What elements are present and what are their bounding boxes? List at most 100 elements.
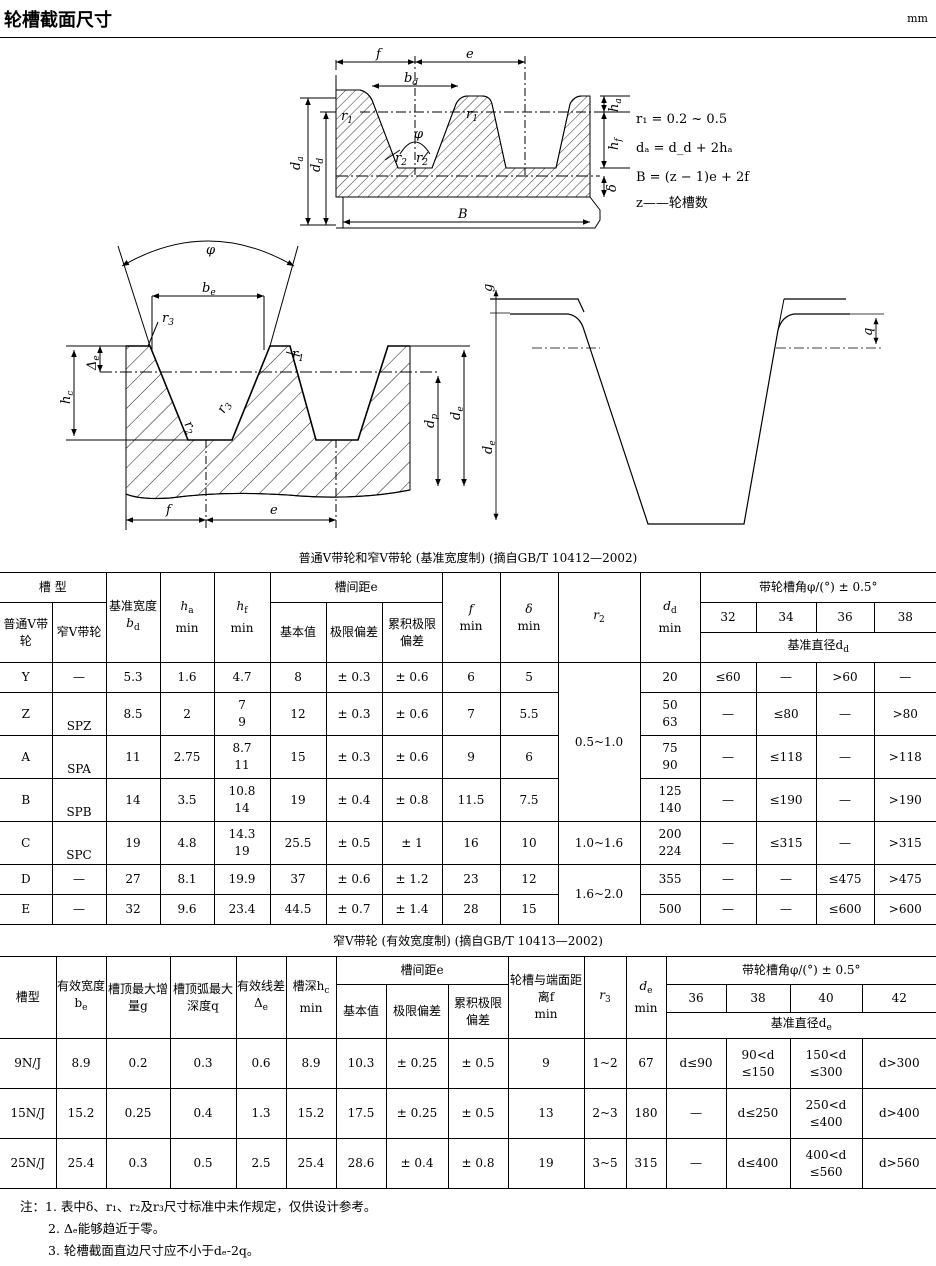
t1-cell-ha: 1.6	[159, 662, 215, 693]
diagram1-labels: f e bd r1 r1 φ r2 r2 da dd ha hf δ B	[289, 47, 624, 222]
t1-h-angle-36: 36	[815, 602, 875, 633]
groove-diagrams: f e bd r1 r1 φ r2 r2 da dd ha hf δ B r₁ …	[59, 47, 884, 530]
t1-r2-group: 1.0~1.6	[557, 821, 641, 865]
t1-r2-group: 0.5~1.0	[557, 662, 641, 822]
t1-r2-group: 1.6~2.0	[557, 864, 641, 925]
t2-cell-a38: d≤250	[725, 1088, 791, 1139]
t2-h-angle-40: 40	[789, 984, 863, 1013]
header-divider	[0, 37, 936, 38]
t1-cell-dev: ± 0.3	[325, 735, 383, 779]
t1-cell-hf: 23.4	[213, 894, 271, 925]
t1-cell-a34: ≤80	[755, 692, 817, 736]
t1-cell-dev: ± 0.6	[325, 864, 383, 895]
t1-groove-type: A	[0, 735, 53, 779]
t2-cell-f: 9	[507, 1038, 585, 1089]
t2-cell-g: 0.25	[105, 1088, 171, 1139]
t1-h-basic: 基本值	[269, 602, 327, 663]
t2-cell-a38: d≤400	[725, 1138, 791, 1189]
t2-h-be: 有效宽度be	[55, 956, 107, 1039]
t1-cell-dd: 200 224	[639, 821, 701, 865]
formula-da: dₐ = d_d + 2hₐ	[636, 141, 732, 156]
t2-cell-de: 180	[625, 1088, 667, 1139]
t2-cell-t: 9N/J	[0, 1038, 57, 1089]
t1-cell-dev: ± 0.3	[325, 692, 383, 736]
t1-cell-a36: >60	[815, 662, 875, 693]
t1-cell-hf: 7 9	[213, 692, 271, 736]
t2-cell-dev: ± 0.4	[385, 1138, 449, 1189]
t1-cell-hf: 8.7 11	[213, 735, 271, 779]
t1-h-cum-dev: 累积极限偏差	[381, 602, 443, 663]
t1-cell-dd: 20	[639, 662, 701, 693]
t1-cell-a32: —	[699, 864, 757, 895]
t2-cell-be: 8.9	[55, 1038, 107, 1089]
t2-cell-hc: 15.2	[285, 1088, 337, 1139]
t1-cell-a32: —	[699, 778, 757, 822]
t1-h-narrow-v: 窄V带轮	[51, 602, 107, 663]
t1-cell-f: 11.5	[441, 778, 501, 822]
t1-narrow-type: —	[51, 662, 107, 693]
label-f: f	[165, 503, 173, 518]
t1-cell-delta: 5.5	[499, 692, 559, 736]
note-2: 2. Δₑ能够趋近于零。	[48, 1221, 166, 1236]
t1-cell-a34: —	[755, 864, 817, 895]
t1-cell-dd: 500	[639, 894, 701, 925]
t2-h-g: 槽顶最大增量g	[105, 956, 171, 1039]
t1-cell-dev: ± 0.3	[325, 662, 383, 693]
t2-cell-de_: 0.6	[235, 1038, 287, 1089]
t2-cell-t: 25N/J	[0, 1138, 57, 1189]
t2-cell-r3: 2~3	[583, 1088, 627, 1139]
t1-cell-a36: —	[815, 692, 875, 736]
t1-cell-e: 37	[269, 864, 327, 895]
t1-h-angle-32: 32	[699, 602, 757, 633]
t1-cell-ha: 3.5	[159, 778, 215, 822]
t2-h-spacing: 槽间距e	[335, 956, 509, 985]
t1-h-groove-type: 槽 型	[0, 572, 107, 603]
t2-h-angle-36: 36	[665, 984, 727, 1013]
t1-cell-bd: 32	[105, 894, 161, 925]
t1-cell-bd: 5.3	[105, 662, 161, 693]
t1-cell-delta: 10	[499, 821, 559, 865]
t1-cell-a34: ≤190	[755, 778, 817, 822]
label-r2a: r2	[395, 151, 407, 168]
label-r3: r3	[162, 311, 174, 328]
t1-groove-type: D	[0, 864, 53, 895]
label-ha: ha	[607, 98, 624, 112]
t1-cell-ha: 2	[159, 692, 215, 736]
t2-cell-dev: ± 0.25	[385, 1038, 449, 1089]
label-r1-left: r1	[341, 109, 353, 126]
t1-cell-e: 25.5	[269, 821, 327, 865]
t2-cell-q: 0.5	[169, 1138, 237, 1189]
t1-cell-f: 16	[441, 821, 501, 865]
t2-cell-a36: —	[665, 1138, 727, 1189]
label-r1-right: r1	[466, 107, 478, 124]
note-3: 3. 轮槽截面直边尺寸应不小于dₑ-2q。	[48, 1243, 260, 1258]
t1-cell-hf: 10.8 14	[213, 778, 271, 822]
t2-cell-r3: 1~2	[583, 1038, 627, 1089]
t2-cell-q: 0.3	[169, 1038, 237, 1089]
t2-cell-de_: 2.5	[235, 1138, 287, 1189]
t1-cell-e: 19	[269, 778, 327, 822]
t1-cell-hf: 19.9	[213, 864, 271, 895]
label-e: e	[466, 47, 474, 62]
t1-cell-a38: >80	[873, 692, 936, 736]
t1-h-angle-38: 38	[873, 602, 936, 633]
t1-cell-delta: 6	[499, 735, 559, 779]
t2-cell-cum: ± 0.5	[447, 1088, 509, 1139]
t1-groove-type: Z	[0, 692, 53, 736]
t1-cell-dd: 125 140	[639, 778, 701, 822]
t2-cell-g: 0.2	[105, 1038, 171, 1089]
t1-cell-a36: —	[815, 778, 875, 822]
t2-cell-dev: ± 0.25	[385, 1088, 449, 1139]
t1-h-angle: 带轮槽角φ/(°) ± 0.5°	[699, 572, 936, 603]
formula-r1: r₁ = 0.2 ~ 0.5	[636, 112, 727, 127]
label-be: be	[202, 281, 216, 298]
t1-cell-f: 23	[441, 864, 501, 895]
t1-cell-bd: 8.5	[105, 692, 161, 736]
t1-cell-a36: —	[815, 735, 875, 779]
label-B: B	[457, 207, 468, 222]
t2-cell-a40: 250<d ≤400	[789, 1088, 863, 1139]
